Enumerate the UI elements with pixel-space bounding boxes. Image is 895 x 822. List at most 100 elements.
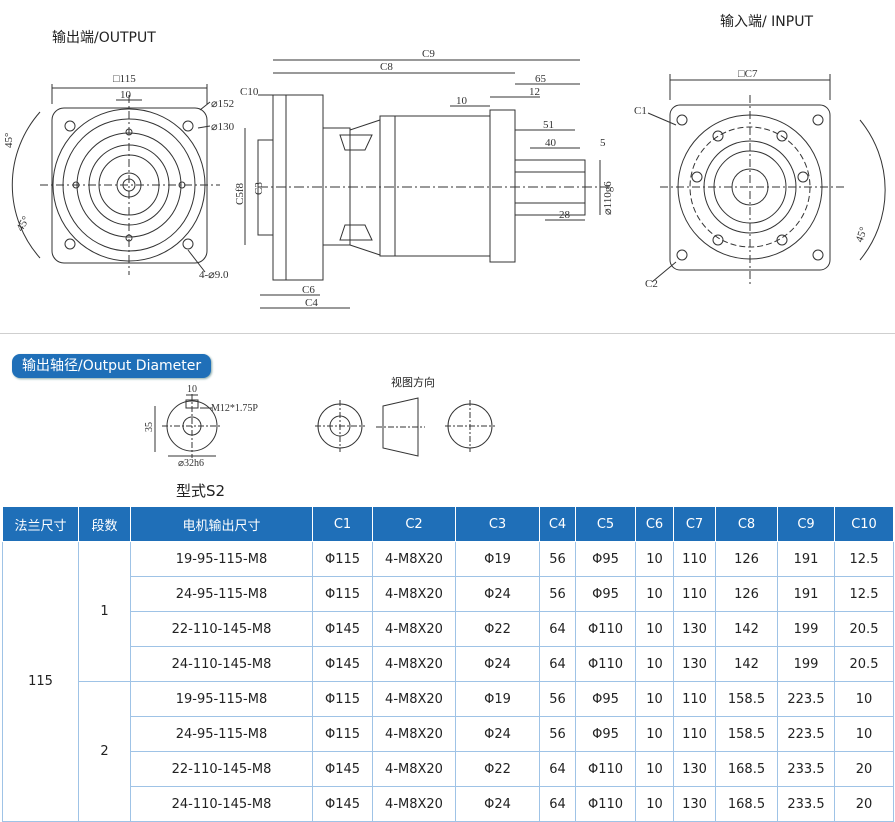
- table-cell: 223.5: [777, 716, 835, 752]
- table-cell: 10: [635, 646, 674, 682]
- table-cell: 191: [777, 576, 835, 612]
- table-cell: 24-110-145-M8: [130, 786, 313, 822]
- table-cell: Φ22: [455, 611, 540, 647]
- shaft-diameter: ⌀32h6: [178, 458, 204, 469]
- input-face-view: [647, 74, 886, 285]
- side-view: [244, 59, 610, 309]
- table-cell: 22-110-145-M8: [130, 751, 313, 787]
- table-cell: 4-M8X20: [372, 541, 456, 577]
- shaft-key-width: 10: [187, 384, 197, 395]
- side-40-dim: 40: [545, 137, 557, 149]
- side-51-dim: 51: [543, 119, 554, 131]
- table-cell: 64: [539, 786, 576, 822]
- table-cell: 10: [635, 786, 674, 822]
- side-c8-dim: C8: [380, 61, 393, 73]
- table-cell: Φ95: [575, 576, 636, 612]
- header-c6: C6: [635, 506, 674, 542]
- table-cell: 64: [539, 611, 576, 647]
- table-cell: 168.5: [715, 751, 778, 787]
- table-cell: 12.5: [834, 576, 894, 612]
- output-holes-dim: 4-⌀9.0: [199, 269, 229, 281]
- table-cell: 20.5: [834, 646, 894, 682]
- spec-table: 法兰尺寸 段数 电机输出尺寸 C1 C2 C3 C4 C5 C6 C7 C8 C…: [2, 506, 894, 822]
- table-cell: Φ24: [455, 646, 540, 682]
- input-angle: 45°: [854, 225, 871, 244]
- table-header-row: 法兰尺寸 段数 电机输出尺寸 C1 C2 C3 C4 C5 C6 C7 C8 C…: [2, 506, 894, 542]
- output-shaft-views: 10 35 M12*1.75P ⌀32h6: [144, 384, 495, 469]
- table-cell: 56: [539, 716, 576, 752]
- header-c5: C5: [575, 506, 636, 542]
- table-cell: Φ145: [312, 611, 373, 647]
- table-cell: 199: [777, 611, 835, 647]
- table-cell: 64: [539, 646, 576, 682]
- table-cell: 110: [673, 681, 716, 717]
- side-shaft-dim: ⌀110g6: [602, 181, 614, 215]
- input-c1-dim: C1: [634, 105, 647, 117]
- header-c4: C4: [539, 506, 576, 542]
- table-cell: 10: [834, 716, 894, 752]
- output-ten-dim: 10: [120, 89, 132, 101]
- output-diameter-badge: 输出轴径/Output Diameter: [12, 354, 212, 378]
- table-cell: Φ24: [455, 786, 540, 822]
- input-c2-dim: C2: [645, 278, 658, 290]
- table-cell: 56: [539, 681, 576, 717]
- side-10-dim: 10: [456, 95, 468, 107]
- header-stage: 段数: [78, 506, 131, 542]
- shaft-thread: M12*1.75P: [211, 403, 258, 414]
- table-cell: 168.5: [715, 786, 778, 822]
- table-cell: 199: [777, 646, 835, 682]
- side-12-dim: 12: [529, 86, 540, 98]
- section-divider: [0, 333, 895, 334]
- side-c6-dim: C6: [302, 284, 315, 296]
- table-cell: 191: [777, 541, 835, 577]
- output-angle-top: 45°: [3, 133, 15, 148]
- header-flange: 法兰尺寸: [2, 506, 79, 542]
- side-c9-dim: C9: [422, 48, 435, 60]
- table-cell: Φ110: [575, 786, 636, 822]
- table-cell: 4-M8X20: [372, 576, 456, 612]
- table-cell: 20.5: [834, 611, 894, 647]
- table-cell: 110: [673, 716, 716, 752]
- side-c10-dim: C10: [240, 86, 259, 98]
- table-cell: 130: [673, 751, 716, 787]
- output-face-view: [11, 84, 220, 275]
- table-cell: 158.5: [715, 681, 778, 717]
- side-65-dim: 65: [535, 73, 547, 85]
- output-d130-dim: ⌀130: [211, 121, 235, 133]
- table-cell: 130: [673, 611, 716, 647]
- table-cell: 4-M8X20: [372, 751, 456, 787]
- table-cell: 20: [834, 751, 894, 787]
- table-cell: 126: [715, 541, 778, 577]
- header-c9: C9: [777, 506, 835, 542]
- table-cell: 233.5: [777, 786, 835, 822]
- table-cell: 4-M8X20: [372, 716, 456, 752]
- header-c1: C1: [312, 506, 373, 542]
- table-cell: 10: [635, 611, 674, 647]
- table-cell: 56: [539, 576, 576, 612]
- header-c8: C8: [715, 506, 778, 542]
- table-cell: 110: [673, 576, 716, 612]
- table-cell: 10: [834, 681, 894, 717]
- table-cell: 24-95-115-M8: [130, 576, 313, 612]
- table-cell: 22-110-145-M8: [130, 611, 313, 647]
- side-c3-dim: C3: [253, 182, 265, 195]
- table-cell: Φ145: [312, 786, 373, 822]
- technical-drawing: □115 10 ⌀152 ⌀130 4-⌀9.0 45° 45° C9 C8 C…: [3, 48, 886, 309]
- table-cell: 126: [715, 576, 778, 612]
- table-cell: 12.5: [834, 541, 894, 577]
- header-c3: C3: [455, 506, 540, 542]
- table-cell: 56: [539, 541, 576, 577]
- table-cell: Φ110: [575, 751, 636, 787]
- table-cell: Φ110: [575, 646, 636, 682]
- table-cell: Φ24: [455, 716, 540, 752]
- table-cell: 110: [673, 541, 716, 577]
- table-cell: Φ115: [312, 541, 373, 577]
- table-cell: Φ19: [455, 681, 540, 717]
- table-cell: Φ145: [312, 751, 373, 787]
- table-cell: Φ115: [312, 576, 373, 612]
